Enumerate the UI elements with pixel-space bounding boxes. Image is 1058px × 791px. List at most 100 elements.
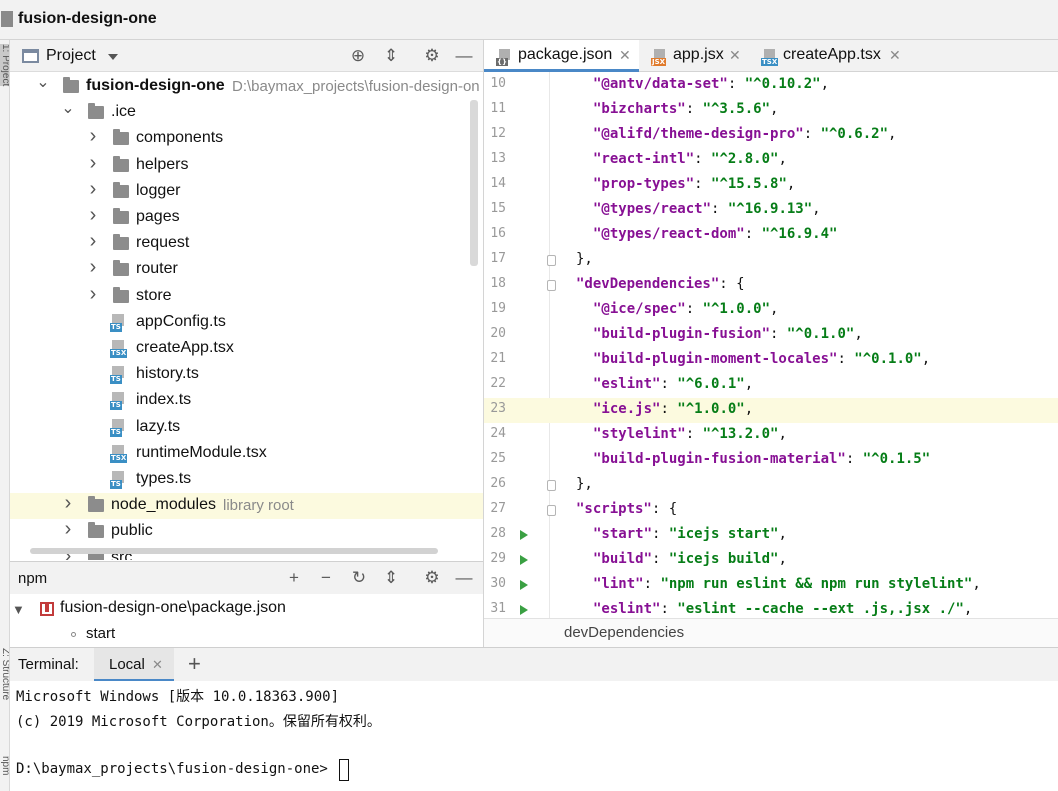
structure-tool-window-button[interactable]: Z: Structure <box>0 648 10 700</box>
code-text: "prop-types": "^15.5.8", <box>593 176 795 192</box>
chevron-right-icon[interactable]: › <box>61 494 75 512</box>
run-script-icon[interactable] <box>520 555 528 565</box>
code-line[interactable]: 12"@alifd/theme-design-pro": "^0.6.2", <box>484 123 1058 148</box>
tree-item-label: .ice <box>111 103 136 121</box>
code-line[interactable]: 30"lint": "npm run eslint && npm run sty… <box>484 573 1058 598</box>
code-line[interactable]: 29"build": "icejs build", <box>484 548 1058 573</box>
refresh-icon[interactable]: ↻ <box>349 568 369 588</box>
new-terminal-icon[interactable]: + <box>188 651 201 677</box>
code-line[interactable]: 11"bizcharts": "^3.5.6", <box>484 98 1058 123</box>
project-view-selector[interactable]: Project <box>46 47 96 65</box>
folder-node[interactable]: ⌄fusion-design-oneD:\baymax_projects\fus… <box>10 74 483 100</box>
file-node[interactable]: TSappConfig.ts <box>10 310 483 336</box>
code-line[interactable]: 20"build-plugin-fusion": "^0.1.0", <box>484 323 1058 348</box>
tree-item-label: lazy.ts <box>136 418 180 436</box>
folder-node[interactable]: ›components <box>10 126 483 152</box>
project-name[interactable]: fusion-design-one <box>18 10 157 28</box>
file-node[interactable]: TSlazy.ts <box>10 415 483 441</box>
collapse-all-icon[interactable]: ⇕ <box>381 568 401 588</box>
code-line[interactable]: 13"react-intl": "^2.8.0", <box>484 148 1058 173</box>
chevron-right-icon[interactable]: › <box>86 180 100 198</box>
chevron-right-icon[interactable]: › <box>86 154 100 172</box>
tree-item-hint: D:\baymax_projects\fusion-design-on <box>232 78 480 95</box>
npm-script-item[interactable]: start <box>86 625 115 642</box>
code-text: "eslint": "eslint --cache --ext .js,.jsx… <box>593 601 972 617</box>
remove-icon[interactable]: − <box>316 568 336 588</box>
npm-package-item[interactable]: fusion-design-one\package.json <box>60 599 286 617</box>
code-line[interactable]: 26}, <box>484 473 1058 498</box>
file-node[interactable]: TShistory.ts <box>10 362 483 388</box>
tree-horizontal-scrollbar[interactable] <box>30 548 438 554</box>
folder-node[interactable]: ›public <box>10 519 483 545</box>
tab-package-json[interactable]: {}package.json✕ <box>484 40 639 72</box>
fold-marker-icon[interactable] <box>547 255 556 266</box>
chevron-right-icon[interactable]: › <box>86 285 100 303</box>
folder-node[interactable]: ›logger <box>10 179 483 205</box>
npm-tool-window-button[interactable]: npm <box>0 756 10 775</box>
tree-vertical-scrollbar[interactable] <box>470 100 478 266</box>
code-editor[interactable]: 10"@antv/data-set": "^0.10.2",11"bizchar… <box>483 72 1058 647</box>
run-script-icon[interactable] <box>520 605 528 615</box>
chevron-right-icon[interactable]: › <box>61 520 75 538</box>
editor-breadcrumb[interactable]: devDependencies <box>484 618 1058 647</box>
file-node[interactable]: TSindex.ts <box>10 388 483 414</box>
file-node[interactable]: TSXcreateApp.tsx <box>10 336 483 362</box>
gear-icon[interactable]: ⚙ <box>422 568 442 588</box>
code-line[interactable]: 16"@types/react-dom": "^16.9.4" <box>484 223 1058 248</box>
close-icon[interactable]: ✕ <box>889 47 901 64</box>
code-line[interactable]: 18"devDependencies": { <box>484 273 1058 298</box>
file-node[interactable]: TSXruntimeModule.tsx <box>10 441 483 467</box>
hide-panel-icon[interactable]: — <box>454 46 474 66</box>
terminal-output[interactable]: Microsoft Windows [版本 10.0.18363.900] (c… <box>10 681 1058 791</box>
fold-marker-icon[interactable] <box>547 280 556 291</box>
folder-node[interactable]: ›router <box>10 257 483 283</box>
code-line[interactable]: 25"build-plugin-fusion-material": "^0.1.… <box>484 448 1058 473</box>
code-line[interactable]: 17}, <box>484 248 1058 273</box>
code-line[interactable]: 28"start": "icejs start", <box>484 523 1058 548</box>
project-tool-window-button[interactable]: 1: Project <box>0 44 10 86</box>
chevron-right-icon[interactable]: › <box>86 258 100 276</box>
fold-marker-icon[interactable] <box>547 480 556 491</box>
hide-panel-icon[interactable]: — <box>454 568 474 588</box>
gear-icon[interactable]: ⚙ <box>422 46 442 66</box>
close-icon[interactable]: ✕ <box>152 657 163 673</box>
chevron-down-icon[interactable]: ▼ <box>12 602 25 617</box>
add-icon[interactable]: + <box>284 568 304 588</box>
file-node[interactable]: TStypes.ts <box>10 467 483 493</box>
chevron-down-icon[interactable] <box>108 54 118 60</box>
folder-icon <box>113 159 129 172</box>
folder-node[interactable]: › pages <box>10 205 483 231</box>
code-line[interactable]: 23"ice.js": "^1.0.0", <box>484 398 1058 423</box>
breadcrumb-item[interactable]: devDependencies <box>564 624 684 641</box>
chevron-down-icon[interactable]: ⌄ <box>61 100 75 118</box>
chevron-right-icon[interactable]: › <box>86 232 100 250</box>
folder-node[interactable]: ›request <box>10 231 483 257</box>
tab-app-jsx[interactable]: JSXapp.jsx✕ <box>639 40 749 72</box>
tab-createApp-tsx[interactable]: TSXcreateApp.tsx✕ <box>749 40 909 72</box>
terminal-tab-local[interactable]: Local ✕ <box>94 648 174 682</box>
run-script-icon[interactable] <box>520 530 528 540</box>
folder-node[interactable]: ›node_moduleslibrary root <box>10 493 483 519</box>
fold-marker-icon[interactable] <box>547 505 556 516</box>
code-line[interactable]: 19"@ice/spec": "^1.0.0", <box>484 298 1058 323</box>
code-line[interactable]: 15"@types/react": "^16.9.13", <box>484 198 1058 223</box>
folder-node[interactable]: ›helpers <box>10 153 483 179</box>
code-line[interactable]: 21"build-plugin-moment-locales": "^0.1.0… <box>484 348 1058 373</box>
code-line[interactable]: 14"prop-types": "^15.5.8", <box>484 173 1058 198</box>
folder-node[interactable]: ⌄ .ice <box>10 100 483 126</box>
folder-node[interactable]: ›store <box>10 284 483 310</box>
run-script-icon[interactable] <box>520 580 528 590</box>
chevron-right-icon[interactable]: › <box>86 127 100 145</box>
close-icon[interactable]: ✕ <box>729 47 741 64</box>
locate-file-icon[interactable]: ⊕ <box>348 46 368 66</box>
code-line[interactable]: 22"eslint": "^6.0.1", <box>484 373 1058 398</box>
project-tree[interactable]: ⌄fusion-design-oneD:\baymax_projects\fus… <box>10 72 483 560</box>
tree-item-label: pages <box>136 208 180 226</box>
code-line[interactable]: 10"@antv/data-set": "^0.10.2", <box>484 73 1058 98</box>
code-line[interactable]: 27"scripts": { <box>484 498 1058 523</box>
close-icon[interactable]: ✕ <box>619 47 631 64</box>
chevron-right-icon[interactable]: › <box>86 206 100 224</box>
chevron-down-icon[interactable]: ⌄ <box>36 74 50 92</box>
code-line[interactable]: 24"stylelint": "^13.2.0", <box>484 423 1058 448</box>
collapse-all-icon[interactable]: ⇕ <box>381 46 401 66</box>
